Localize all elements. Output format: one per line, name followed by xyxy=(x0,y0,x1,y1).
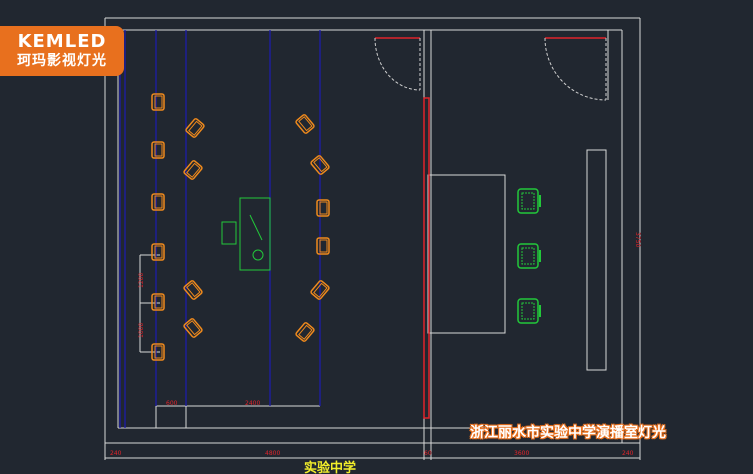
logo-subtitle: 珂玛影视灯光 xyxy=(17,53,107,69)
dim-bottom-2: 4800 xyxy=(265,450,280,457)
chair-icon xyxy=(151,141,165,159)
grid-lines xyxy=(119,30,321,428)
dim-bottom-4: 3600 xyxy=(514,450,529,457)
chair-icon xyxy=(316,199,330,217)
door-swings xyxy=(374,37,607,101)
chair-icon xyxy=(183,160,203,180)
chair-icon xyxy=(151,343,165,361)
chair-icon xyxy=(517,298,541,324)
kemled-logo: KEMLED 珂玛影视灯光 xyxy=(0,26,124,76)
chair-icon xyxy=(151,193,165,211)
chair-icon xyxy=(295,322,315,342)
chair-icon xyxy=(183,318,203,338)
logo-brand: KEMLED xyxy=(17,31,107,52)
dim-right: 3750 xyxy=(634,232,641,247)
chair-icon xyxy=(316,237,330,255)
chair-icon xyxy=(185,118,205,138)
project-caption: 浙江丽水市实验中学演播室灯光 xyxy=(470,425,666,441)
walls xyxy=(104,17,641,460)
audience-chairs xyxy=(151,93,330,361)
dim-inner-1: 600 xyxy=(166,400,178,407)
chair-icon xyxy=(151,293,165,311)
chair-icon xyxy=(151,93,165,111)
chair-icon xyxy=(517,243,541,269)
dim-left-1: 1200 xyxy=(138,273,145,288)
chair-icon xyxy=(310,280,330,300)
chair-icon xyxy=(151,243,165,261)
dim-left-2: 1000 xyxy=(138,323,145,338)
dim-inner-2: 2400 xyxy=(245,400,260,407)
red-partition-wall xyxy=(423,97,430,419)
drawing-label: 实验中学 xyxy=(304,461,357,474)
chair-icon xyxy=(310,155,330,175)
dimension-labels: 240 4800 60 3600 240 600 2400 1200 1000 … xyxy=(110,232,641,457)
director-desk xyxy=(221,197,271,271)
chair-icon xyxy=(517,188,541,214)
dim-bottom-3: 60 xyxy=(424,450,432,457)
host-chairs xyxy=(517,188,541,324)
chair-icon xyxy=(295,114,315,134)
dim-bottom-1: 240 xyxy=(110,450,122,457)
dim-bottom-5: 240 xyxy=(622,450,634,457)
chair-icon xyxy=(183,280,203,300)
